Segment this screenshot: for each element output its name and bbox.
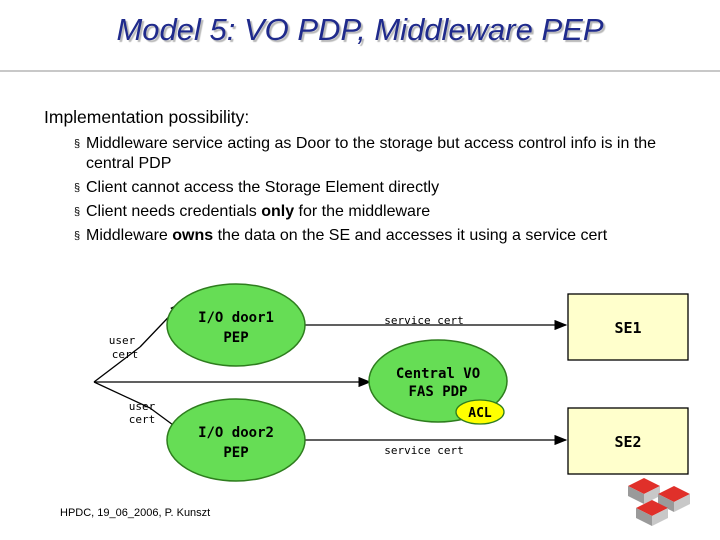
bullet-mark: §: [74, 182, 81, 194]
user1-label-line1: user: [109, 334, 136, 347]
title-divider: [0, 70, 720, 72]
service-cert-bottom-label: service cert: [384, 444, 463, 457]
bullet-item: § Middleware service acting as Door to th…: [74, 134, 694, 174]
bullet-text: Middleware service acting as Door to the…: [86, 135, 657, 172]
bullet-emphasis: owns: [172, 227, 214, 244]
bullet-text: for the middleware: [294, 203, 431, 220]
line-user1-split: [93, 346, 141, 383]
se2-box: [567, 407, 689, 475]
bullet-item: § Client cannot access the Storage Elemen…: [74, 178, 694, 198]
slide-title: Model 5: VO PDP, Middleware PEP: [116, 12, 604, 47]
bullet-text: Client needs credentials: [86, 203, 262, 220]
se1-box: [567, 293, 689, 361]
user1-label-line2: cert: [112, 348, 139, 361]
central-label-line1: Central VO: [396, 366, 480, 382]
bullet-text: Middleware: [86, 227, 173, 244]
door1-label-line2: PEP: [223, 330, 248, 346]
bullet-mark: §: [74, 138, 81, 150]
se1-label: SE1: [614, 319, 641, 337]
user2-label-line2: cert: [129, 413, 156, 426]
door2-label-line1: I/O door2: [198, 425, 274, 441]
central-label-line2: FAS PDP: [408, 384, 467, 400]
bullet-mark: §: [74, 230, 81, 242]
footer-text: HPDC, 19_06_2006, P. Kunszt: [60, 507, 211, 519]
bullet-list: § Middleware service acting as Door to th…: [74, 134, 694, 250]
bullet-item: § Client needs credentials only for the m…: [74, 202, 694, 222]
acl-label: ACL: [468, 406, 492, 421]
bullet-text: the data on the SE and accesses it using…: [213, 227, 608, 244]
line-user-link: [93, 381, 151, 409]
bullet-emphasis: only: [261, 203, 295, 220]
acl-badge: [455, 399, 505, 425]
bullet-mark: §: [74, 206, 81, 218]
bullet-item: § Middleware owns the data on the SE and …: [74, 226, 694, 246]
door2-ellipse: [166, 398, 306, 482]
user2-label-line1: user: [129, 400, 156, 413]
service-cert-top-label: service cert: [384, 314, 463, 327]
door2-label-line2: PEP: [223, 445, 248, 461]
red-cubes-logo-icon: [628, 478, 690, 526]
lead-text: Implementation possibility:: [44, 107, 250, 127]
bullet-text: Client cannot access the Storage Element…: [86, 179, 440, 196]
se2-label: SE2: [614, 433, 641, 451]
door1-label-line1: I/O door1: [198, 310, 274, 326]
door1-ellipse: [166, 283, 306, 367]
